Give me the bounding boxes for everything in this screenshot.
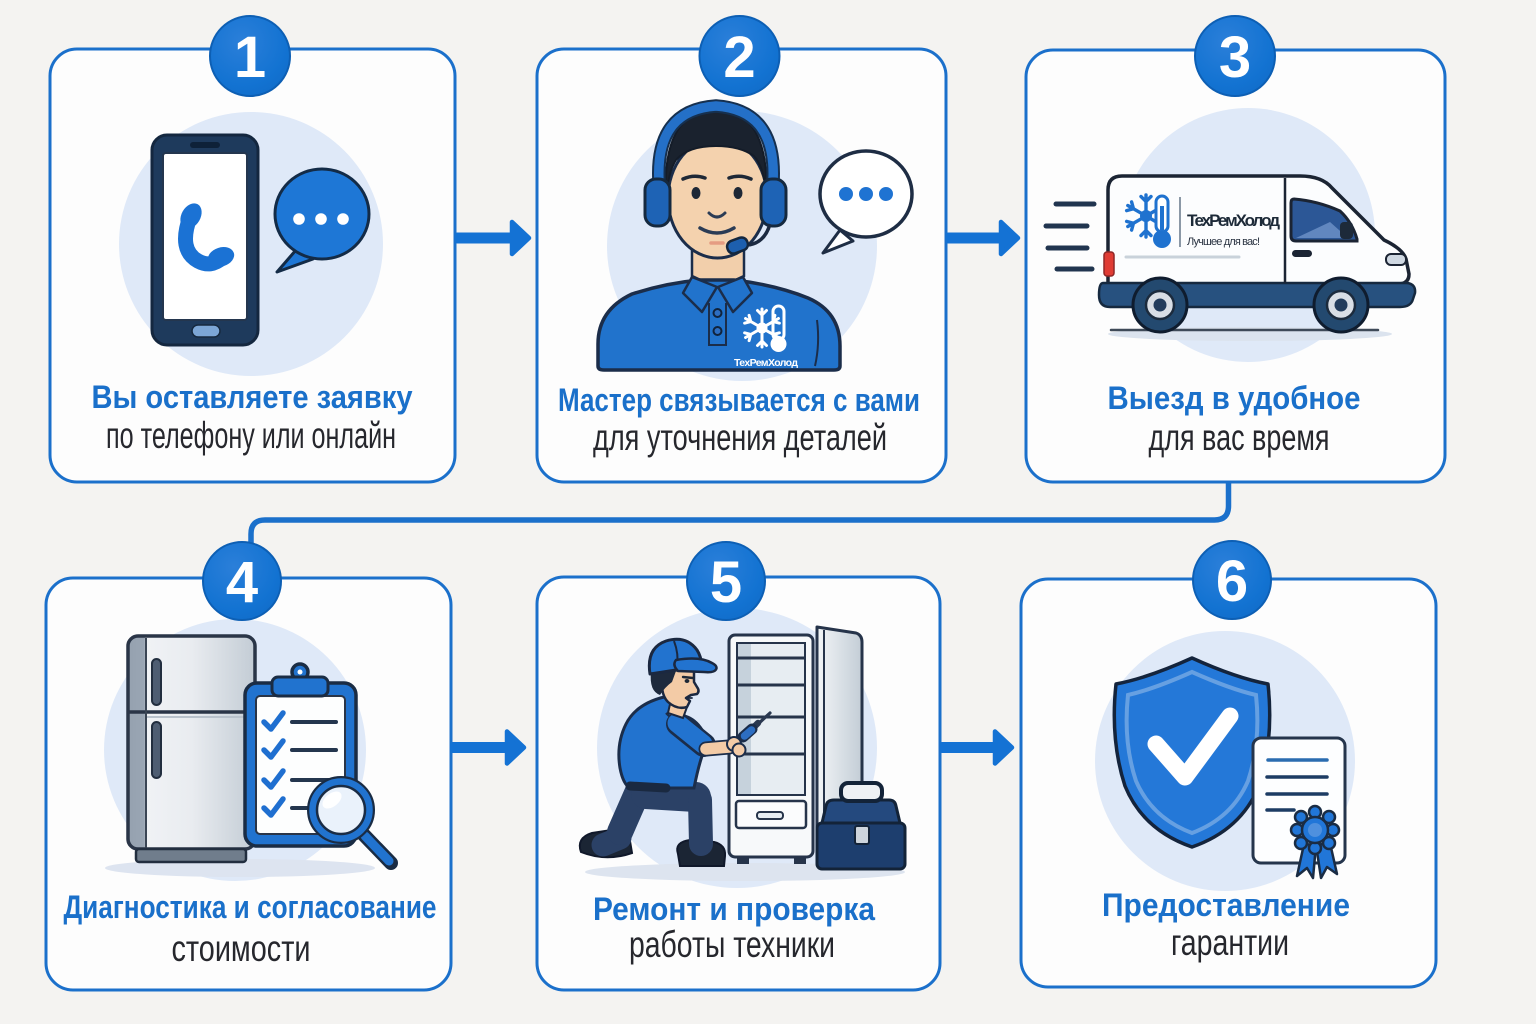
svg-text:2: 2	[723, 25, 755, 90]
svg-text:Предоставление: Предоставление	[1102, 887, 1350, 923]
svg-text:стоимости: стоимости	[172, 928, 311, 969]
svg-text:ТехРемХолод: ТехРемХолод	[1187, 211, 1280, 230]
svg-text:Вы оставляете заявку: Вы оставляете заявку	[92, 379, 413, 415]
svg-text:3: 3	[1219, 25, 1251, 90]
svg-text:для вас время: для вас время	[1149, 417, 1330, 458]
svg-text:Лучшее для вас!: Лучшее для вас!	[1187, 236, 1260, 248]
svg-text:по телефону или онлайн: по телефону или онлайн	[106, 415, 396, 456]
svg-text:Ремонт и проверка: Ремонт и проверка	[593, 891, 875, 927]
svg-text:6: 6	[1216, 549, 1248, 614]
svg-text:ТехРемХолод: ТехРемХолод	[734, 357, 798, 369]
svg-text:4: 4	[226, 550, 258, 615]
svg-text:работы техники: работы техники	[629, 924, 835, 965]
svg-text:1: 1	[234, 25, 266, 90]
svg-text:для уточнения деталей: для уточнения деталей	[593, 417, 887, 458]
svg-text:Мастер связывается с вами: Мастер связывается с вами	[558, 382, 920, 418]
svg-text:5: 5	[710, 550, 742, 615]
svg-text:Выезд в удобное: Выезд в удобное	[1108, 380, 1361, 416]
svg-text:гарантии: гарантии	[1171, 922, 1289, 963]
svg-text:Диагностика и согласование: Диагностика и согласование	[64, 889, 437, 925]
